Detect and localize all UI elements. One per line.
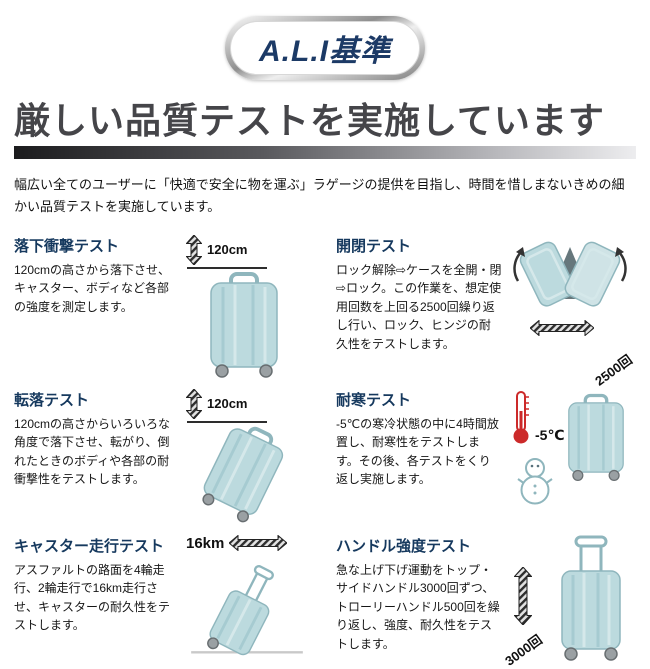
open-suitcase-icon	[513, 241, 627, 307]
snowman-icon	[517, 457, 553, 505]
test-title: ハンドル強度テスト	[336, 537, 472, 555]
tilted-suitcase-icon	[202, 426, 284, 522]
drop-test-illustration: 120cm	[186, 234, 314, 379]
test-text: 耐寒テスト -5℃の寒冷状態の中に4時間放置し、耐寒性をテストします。その後、各…	[336, 389, 502, 525]
test-card-caster-run: キャスター走行テスト アスファルトの路面を4輪走行、2輪走行で16km走行させ、…	[14, 535, 314, 663]
tests-grid: 落下衝撃テスト 120cmの高さから落下させ、キャスター、ボディなど各部の強度を…	[14, 234, 636, 668]
double-arrow-vertical-icon	[186, 234, 202, 265]
drop-line	[187, 266, 267, 269]
ali-logo-inner: A.L.I基準	[230, 21, 420, 75]
test-title: 開閉テスト	[336, 237, 412, 255]
ali-logo-border: A.L.I基準	[225, 16, 425, 80]
ali-logo-text: A.L.I基準	[259, 35, 391, 68]
test-text: 転落テスト 120cmの高さからいろいろな角度で落下させ、転がり、倒れたときのボ…	[14, 389, 180, 525]
tumble-height-label: 120cm	[207, 396, 248, 412]
test-title: 耐寒テスト	[336, 391, 412, 409]
double-arrow-horizontal-icon	[530, 319, 594, 336]
test-title: 転落テスト	[14, 391, 90, 409]
test-body: アスファルトの路面を4輪走行、2輪走行で16km走行させ、キャスターの耐久性をテ…	[14, 562, 171, 633]
test-text: ハンドル強度テスト 急な上げ下げ運動をトップ・サイドハンドル3000回ずつ、トロ…	[336, 535, 502, 663]
thermometer-icon	[513, 390, 529, 444]
handle-test-illustration: 3000回	[502, 535, 636, 668]
distance-measure: 16km	[186, 535, 314, 552]
test-card-open-close: 開閉テスト ロック解除⇨ケースを全開・閉⇨ロック。この作業を、想定使用回数を上回…	[336, 235, 636, 389]
double-arrow-vertical-icon	[186, 388, 202, 419]
suitcase-icon	[210, 271, 278, 378]
drop-height-measure: 120cm	[186, 234, 314, 265]
drop-height-label: 120cm	[207, 242, 248, 258]
test-text: キャスター走行テスト アスファルトの路面を4輪走行、2輪走行で16km走行させ、…	[14, 535, 180, 663]
intro-text: 幅広い全てのユーザーに「快適で安全に物を運ぶ」ラゲージの提供を目指し、時間を惜し…	[14, 177, 625, 215]
cold-test-illustration: -5℃	[508, 389, 636, 511]
tumble-height-measure: 120cm	[186, 388, 314, 419]
rolling-suitcase-icon	[191, 564, 303, 655]
test-body: -5℃の寒冷状態の中に4時間放置し、耐寒性をテストします。その後、各テストをくり…	[336, 416, 499, 487]
test-text: 落下衝撃テスト 120cmの高さから落下させ、キャスター、ボディなど各部の強度を…	[14, 235, 180, 379]
title-underline-bar	[14, 146, 636, 160]
page-root: A.L.I基準 厳しい品質テストを実施しています 幅広い全てのユーザーに「快適で…	[14, 16, 636, 668]
double-arrow-vertical-icon	[514, 566, 532, 625]
page-title: 厳しい品質テストを実施しています	[14, 100, 605, 141]
test-title: キャスター走行テスト	[14, 537, 165, 555]
test-body: 120cmの高さから落下させ、キャスター、ボディなど各部の強度を測定します。	[14, 262, 171, 314]
test-text: 開閉テスト ロック解除⇨ケースを全開・閉⇨ロック。この作業を、想定使用回数を上回…	[336, 235, 502, 379]
caster-test-illustration: 16km	[186, 535, 314, 663]
test-card-tumble: 転落テスト 120cmの高さからいろいろな角度で落下させ、転がり、倒れたときのボ…	[14, 388, 314, 525]
test-body: 急な上げ下げ運動をトップ・サイドハンドル3000回ずつ、トローリーハンドル500…	[336, 562, 500, 651]
test-card-handle-strength: ハンドル強度テスト 急な上げ下げ運動をトップ・サイドハンドル3000回ずつ、トロ…	[336, 535, 636, 668]
tumble-test-illustration: 120cm	[186, 388, 314, 525]
trolley-suitcase-icon	[561, 535, 621, 661]
test-body: ロック解除⇨ケースを全開・閉⇨ロック。この作業を、想定使用回数を上回る2500回…	[336, 262, 502, 351]
handle-count-label: 3000回	[502, 631, 545, 669]
open-close-count-label: 2500回	[592, 351, 635, 389]
tumble-line	[187, 420, 267, 423]
temperature-label: -5℃	[535, 426, 565, 443]
test-body: 120cmの高さからいろいろな角度で落下させ、転がり、倒れたときのボディや各部の…	[14, 416, 171, 487]
test-title: 落下衝撃テスト	[14, 237, 120, 255]
double-arrow-horizontal-icon	[229, 535, 288, 552]
open-close-test-illustration: 2500回	[508, 235, 636, 388]
test-card-drop-impact: 落下衝撃テスト 120cmの高さから落下させ、キャスター、ボディなど各部の強度を…	[14, 234, 314, 379]
test-card-cold-resistance: 耐寒テスト -5℃の寒冷状態の中に4時間放置し、耐寒性をテストします。その後、各…	[336, 389, 636, 525]
suitcase-icon	[568, 393, 624, 481]
distance-label: 16km	[186, 534, 225, 552]
ali-logo: A.L.I基準	[14, 16, 636, 80]
